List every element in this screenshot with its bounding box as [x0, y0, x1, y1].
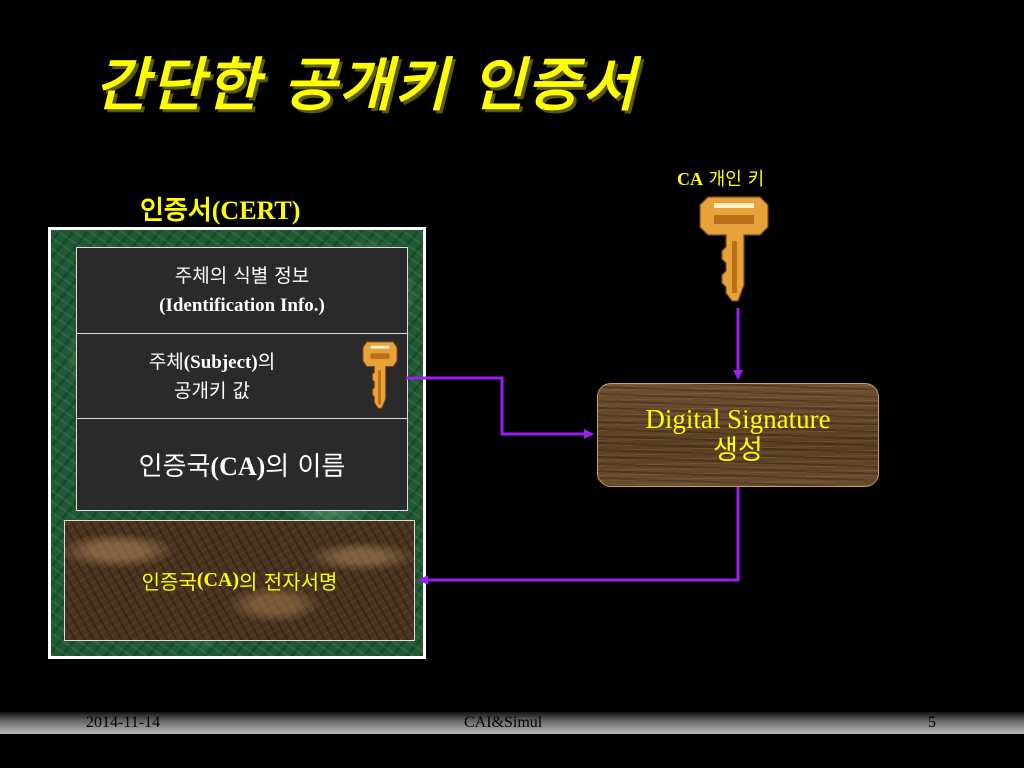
- footer-bar: [0, 712, 1024, 734]
- digital-signature-line1: Digital Signature: [645, 404, 831, 434]
- identification-label-en: (Identification Info.): [159, 294, 325, 316]
- digital-signature-line2: 생성: [713, 435, 763, 466]
- signature-suffix: 의 전자서명: [239, 570, 338, 594]
- certificate-label-ko: 인증서: [140, 196, 212, 225]
- ca-name-field: 인증국(CA)의 이름: [77, 419, 407, 510]
- arrow-public-key-to-signature: [406, 376, 594, 439]
- ca-key-label-en: CA: [677, 169, 703, 189]
- signature-en: (CA): [196, 569, 240, 591]
- certificate-label: 인증서(CERT): [140, 190, 300, 227]
- subject-line2: 공개키 값: [174, 379, 250, 402]
- footer-date: 2014-11-14: [86, 714, 161, 731]
- footer-page-number: 5: [928, 714, 936, 731]
- certificate-label-en: (CERT): [211, 196, 301, 225]
- key-icon: [362, 341, 398, 409]
- ca-private-key-label: CA 개인 키: [677, 165, 764, 191]
- footer-center: CAI&Simul: [464, 714, 543, 731]
- ca-name: 인증국(CA)의 이름: [139, 446, 346, 483]
- subject-prefix: 주체: [148, 350, 184, 373]
- digital-signature-box: Digital Signature 생성: [597, 383, 879, 487]
- arrow-signature-to-certificate: [418, 487, 740, 585]
- signature-prefix: 인증국: [141, 570, 197, 594]
- ca-signature-field: 인증국(CA)의 전자서명: [64, 520, 415, 641]
- footer-bottom: [0, 734, 1024, 768]
- ca-key-label-ko: 개인 키: [708, 169, 765, 190]
- ca-name-suffix: 의 이름: [265, 452, 346, 482]
- ca-name-prefix: 인증국: [138, 452, 211, 482]
- subject-line1: 주체(Subject)의: [149, 348, 275, 377]
- subject-public-key-field: 주체(Subject)의 공개키 값: [77, 334, 407, 419]
- subject-suffix: 의: [257, 350, 276, 373]
- identification-field: 주체의 식별 정보 (Identification Info.): [77, 248, 407, 334]
- slide-title: 간단한 공개키 인증서: [95, 51, 638, 119]
- identification-label-ko: 주체의 식별 정보: [174, 264, 310, 287]
- key-icon: [699, 196, 769, 302]
- ca-name-en: (CA): [210, 452, 266, 481]
- subject-en: (Subject): [183, 351, 258, 373]
- certificate-fields: 주체의 식별 정보 (Identification Info.) 주체(Subj…: [76, 247, 408, 511]
